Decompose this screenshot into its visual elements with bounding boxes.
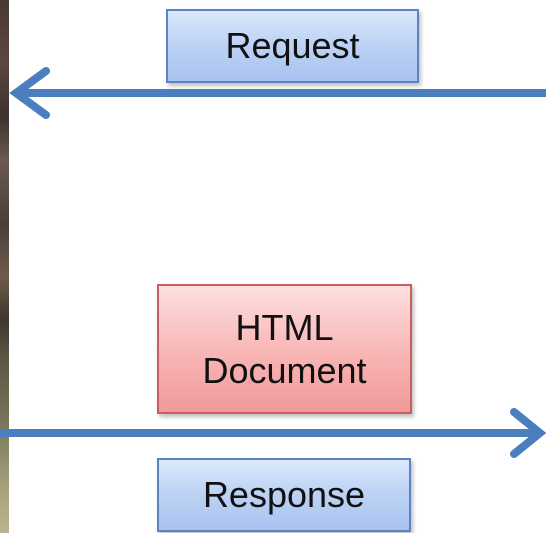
- response-label: Response: [202, 474, 366, 516]
- request-box: Request: [166, 9, 419, 83]
- background-photo-edge: [0, 0, 9, 533]
- document-label-line2: Document: [202, 350, 367, 391]
- document-label-line1: HTML: [235, 306, 334, 348]
- request-label: Request: [225, 25, 360, 67]
- html-document-box: HTML Document: [157, 284, 412, 414]
- response-box: Response: [157, 458, 411, 532]
